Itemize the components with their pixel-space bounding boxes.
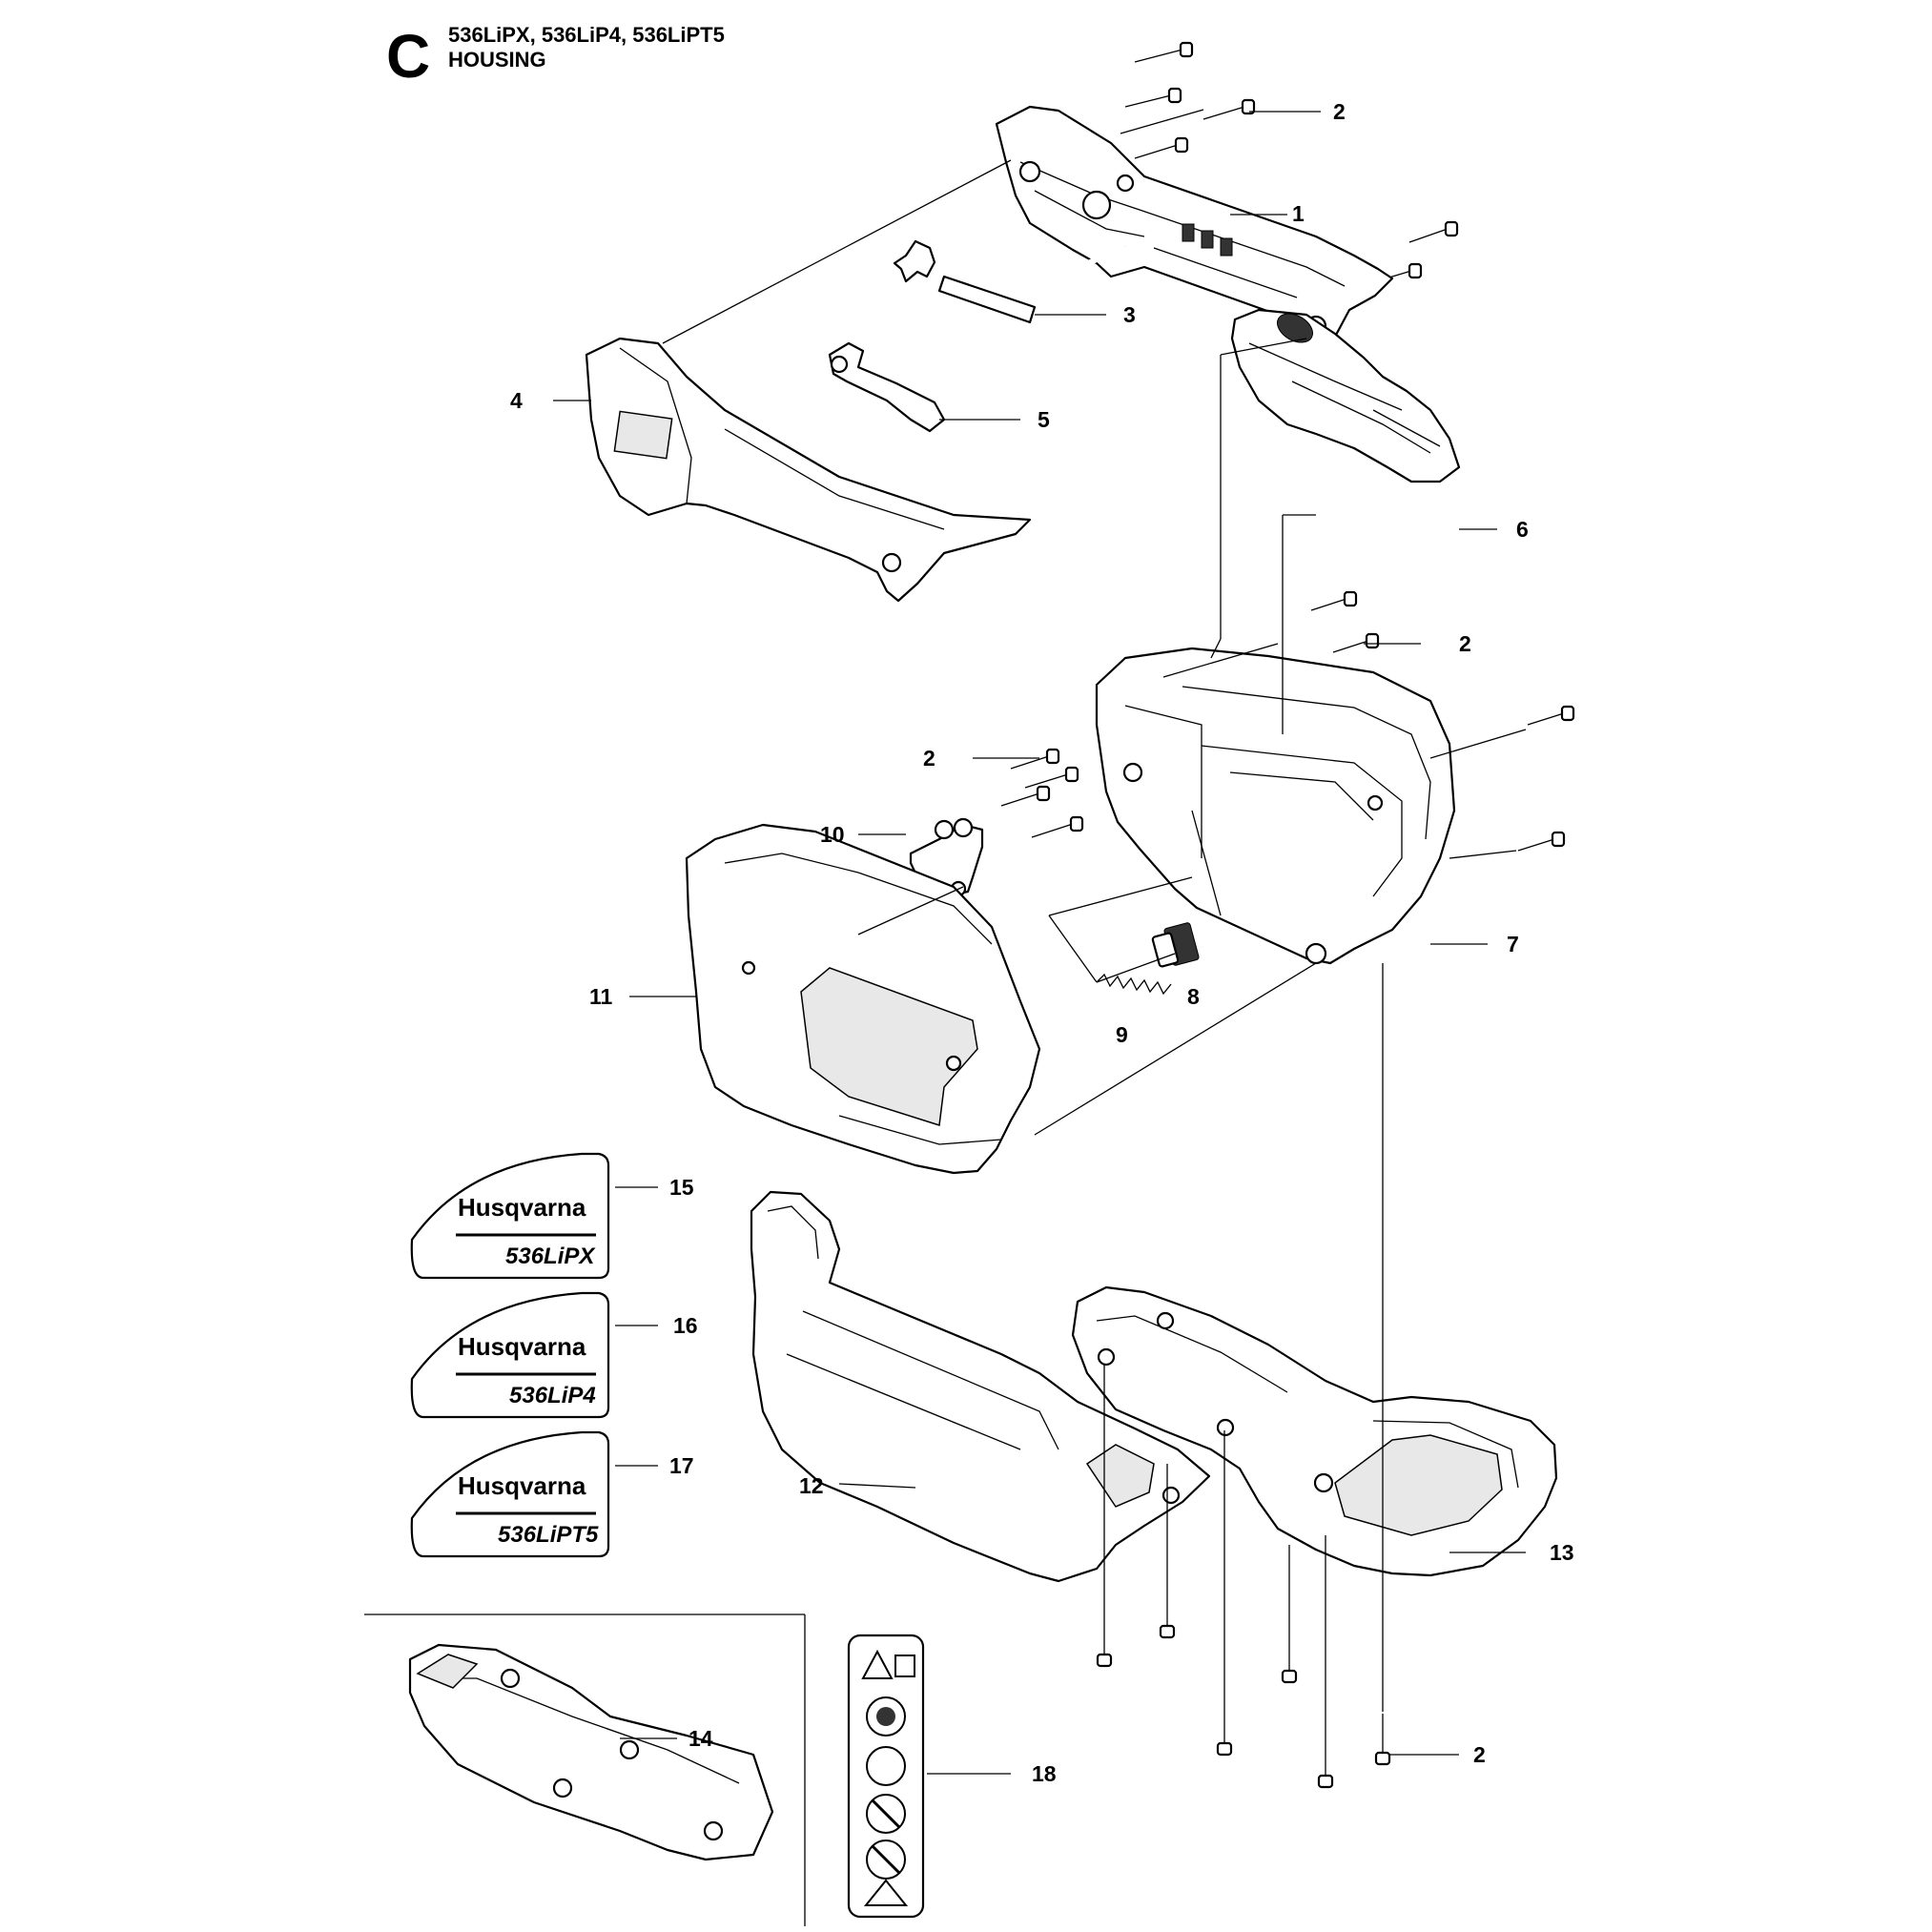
warning-triangle-icon	[861, 1649, 894, 1679]
screw-icon	[1159, 1588, 1176, 1639]
callout-3: 3	[1123, 302, 1136, 327]
screw-icon	[1317, 1736, 1334, 1789]
part-1-housing-half-top	[995, 105, 1394, 362]
screw-icon	[1517, 831, 1566, 852]
assembly-lines	[662, 109, 1527, 1736]
screw-icon	[1310, 590, 1358, 611]
screw-icon	[1134, 136, 1189, 159]
screw-icon	[1408, 220, 1459, 243]
screw-icon	[1374, 1714, 1391, 1766]
callout-4: 4	[510, 388, 523, 413]
callout-17: 17	[669, 1453, 694, 1478]
models-line: 536LiPX, 536LiP4, 536LiPT5	[448, 23, 725, 47]
screw-icon	[1216, 1705, 1233, 1757]
callout-8: 8	[1187, 984, 1200, 1009]
part-9-spring	[1096, 973, 1172, 996]
callout-11: 11	[589, 984, 613, 1009]
screw-icon	[1527, 705, 1575, 726]
section-letter: C	[386, 22, 431, 91]
callout-2d: 2	[1473, 1742, 1486, 1767]
decal-15-model: 536LiPX	[505, 1243, 596, 1269]
callout-12: 12	[799, 1473, 824, 1498]
callout-13: 13	[1550, 1540, 1574, 1565]
part-7-main-housing	[1095, 647, 1456, 965]
screw-icon	[1202, 98, 1256, 120]
part-3-shaft	[732, 239, 1127, 430]
screw-icon	[1096, 1616, 1113, 1668]
decal-17-model: 536LiPT5	[498, 1522, 599, 1548]
hazard-icon	[866, 1746, 906, 1786]
callout-14: 14	[689, 1726, 713, 1751]
inset-frame	[364, 1613, 806, 1926]
screws	[1000, 41, 1575, 1789]
decal-17: Husqvarna 536LiPT5	[410, 1430, 610, 1558]
callout-18: 18	[1032, 1761, 1057, 1786]
callout-1: 1	[1292, 201, 1305, 226]
callout-7: 7	[1507, 932, 1519, 956]
decal-15-brand: Husqvarna	[458, 1193, 586, 1222]
callout-2b: 2	[1459, 631, 1471, 656]
decal-18-warning-label	[847, 1634, 925, 1919]
callout-9: 9	[1116, 1022, 1128, 1047]
screw-icon	[1124, 87, 1182, 108]
decal-15: Husqvarna 536LiPX	[410, 1152, 610, 1280]
part-5-trigger	[828, 341, 946, 433]
part-6-top-cover	[1230, 308, 1461, 483]
decal-17-brand: Husqvarna	[458, 1471, 586, 1500]
warning-triangle-icon	[863, 1879, 909, 1906]
part-14-grip	[408, 1643, 774, 1861]
page-title: HOUSING	[448, 48, 546, 72]
part-8-switch	[1151, 922, 1200, 968]
leader-lines	[553, 111, 1526, 1775]
screw-icon	[1000, 785, 1051, 807]
screw-icon	[1134, 41, 1194, 63]
screw-icon	[1372, 262, 1423, 283]
decal-16-model: 536LiP4	[509, 1383, 596, 1408]
screw-icon	[1031, 815, 1084, 838]
callout-2c: 2	[923, 746, 935, 771]
callout-15: 15	[669, 1175, 694, 1200]
screw-icon	[1281, 1633, 1298, 1684]
callout-5: 5	[1038, 407, 1050, 432]
manual-book-icon	[894, 1655, 915, 1677]
callout-2a: 2	[1333, 99, 1346, 124]
callout-6: 6	[1516, 517, 1529, 542]
callout-numbers: 2 1 3 4 5 6 2 2 10 7 8 9 11 15 16 17 12 …	[510, 99, 1574, 1786]
part-13-rear-handle	[1071, 1285, 1558, 1577]
part-4-handle-half	[585, 337, 1032, 603]
callout-16: 16	[673, 1313, 698, 1338]
callout-10: 10	[820, 822, 845, 847]
decal-16-brand: Husqvarna	[458, 1332, 586, 1361]
part-11-front-shell	[685, 823, 1041, 1175]
decal-16: Husqvarna 536LiP4	[410, 1291, 610, 1419]
screw-icon	[1010, 748, 1060, 770]
screw-icon	[1024, 766, 1079, 789]
